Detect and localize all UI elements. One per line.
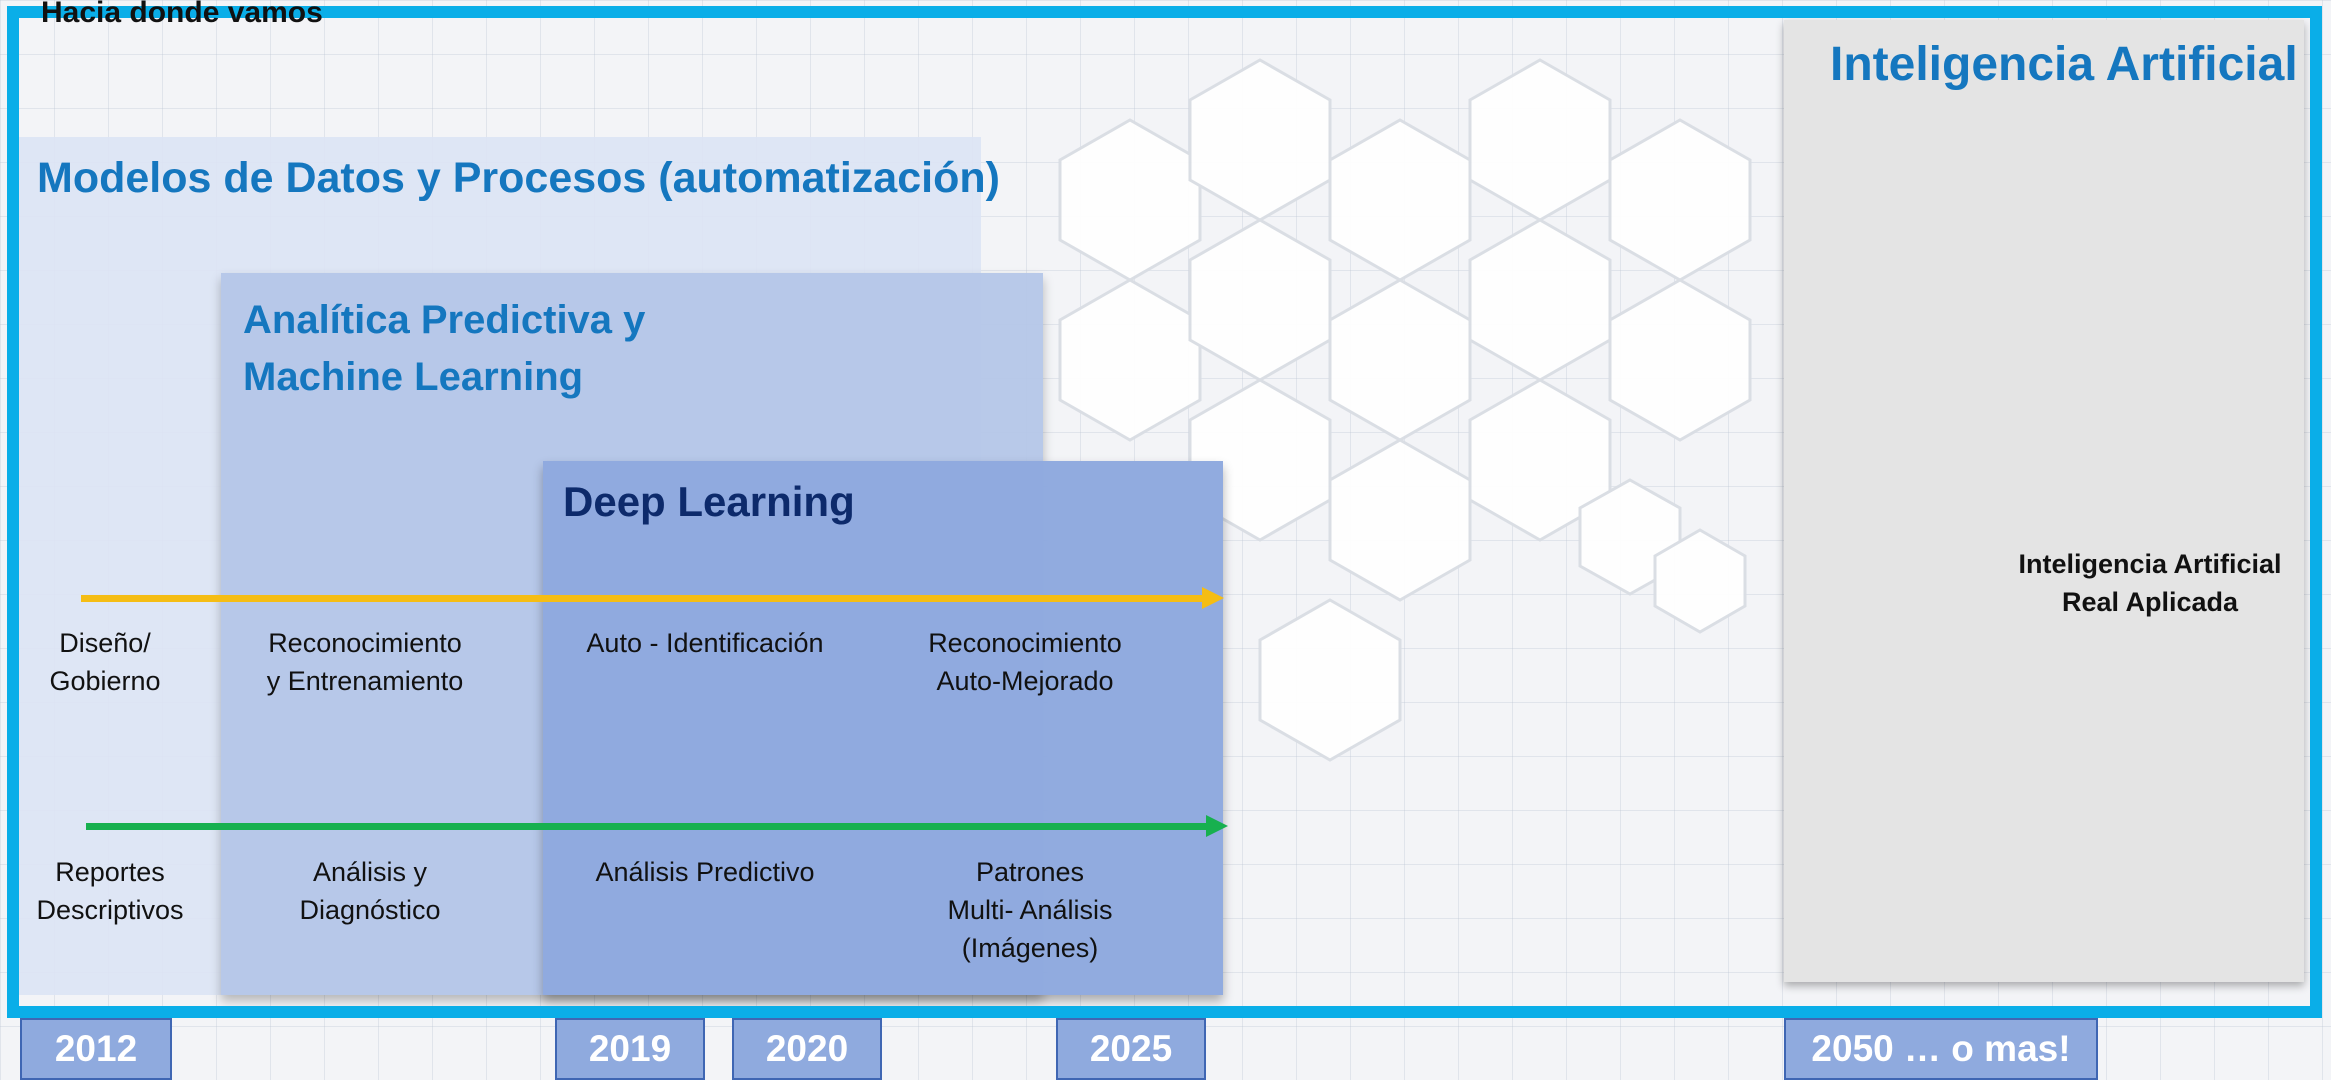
arrow-head-icon [1206, 815, 1228, 837]
top-caption: Hacia donde vamos [41, 0, 323, 29]
deep-learning-title: Deep Learning [563, 478, 855, 525]
yellow-arrow [81, 587, 1224, 609]
green-arrow [86, 815, 1228, 837]
label-reconocimiento-entrenamiento: Reconocimiento y Entrenamiento [266, 628, 464, 696]
label-reconocimiento-auto-mejorado: Reconocimiento Auto-Mejorado [928, 628, 1122, 696]
year-2019: 2019 [555, 1018, 705, 1080]
label-auto-identificacion: Auto - Identificación [586, 628, 824, 658]
label-analisis-predictivo: Análisis Predictivo [595, 857, 815, 887]
ai-applied-text: Inteligencia Artificial Real Aplicada [2018, 549, 2282, 617]
deep-learning-panel [543, 461, 1223, 995]
arrow-head-icon [1202, 587, 1224, 609]
data-models-title: Modelos de Datos y Procesos (automatizac… [37, 154, 1000, 202]
artificial-intelligence-title: Inteligencia Artificial [1830, 38, 2298, 91]
label-patrones-multi-analisis: Patrones Multi- Análisis (Imágenes) [947, 857, 1113, 963]
artificial-intelligence-panel [1784, 20, 2304, 982]
year-2050: 2050 … o mas! [1784, 1018, 2098, 1080]
label-diseno-gobierno: Diseño/ Gobierno [49, 628, 161, 696]
year-2025: 2025 [1056, 1018, 1206, 1080]
machine-learning-title: Analítica Predictiva y Machine Learning [243, 298, 646, 399]
outer-frame: Hacia donde vamos [7, 0, 2322, 1018]
label-analisis-diagnostico: Análisis y Diagnóstico [299, 857, 441, 925]
label-reportes-descriptivos: Reportes Descriptivos [36, 857, 184, 925]
year-2012: 2012 [20, 1018, 172, 1080]
year-2020: 2020 [732, 1018, 882, 1080]
